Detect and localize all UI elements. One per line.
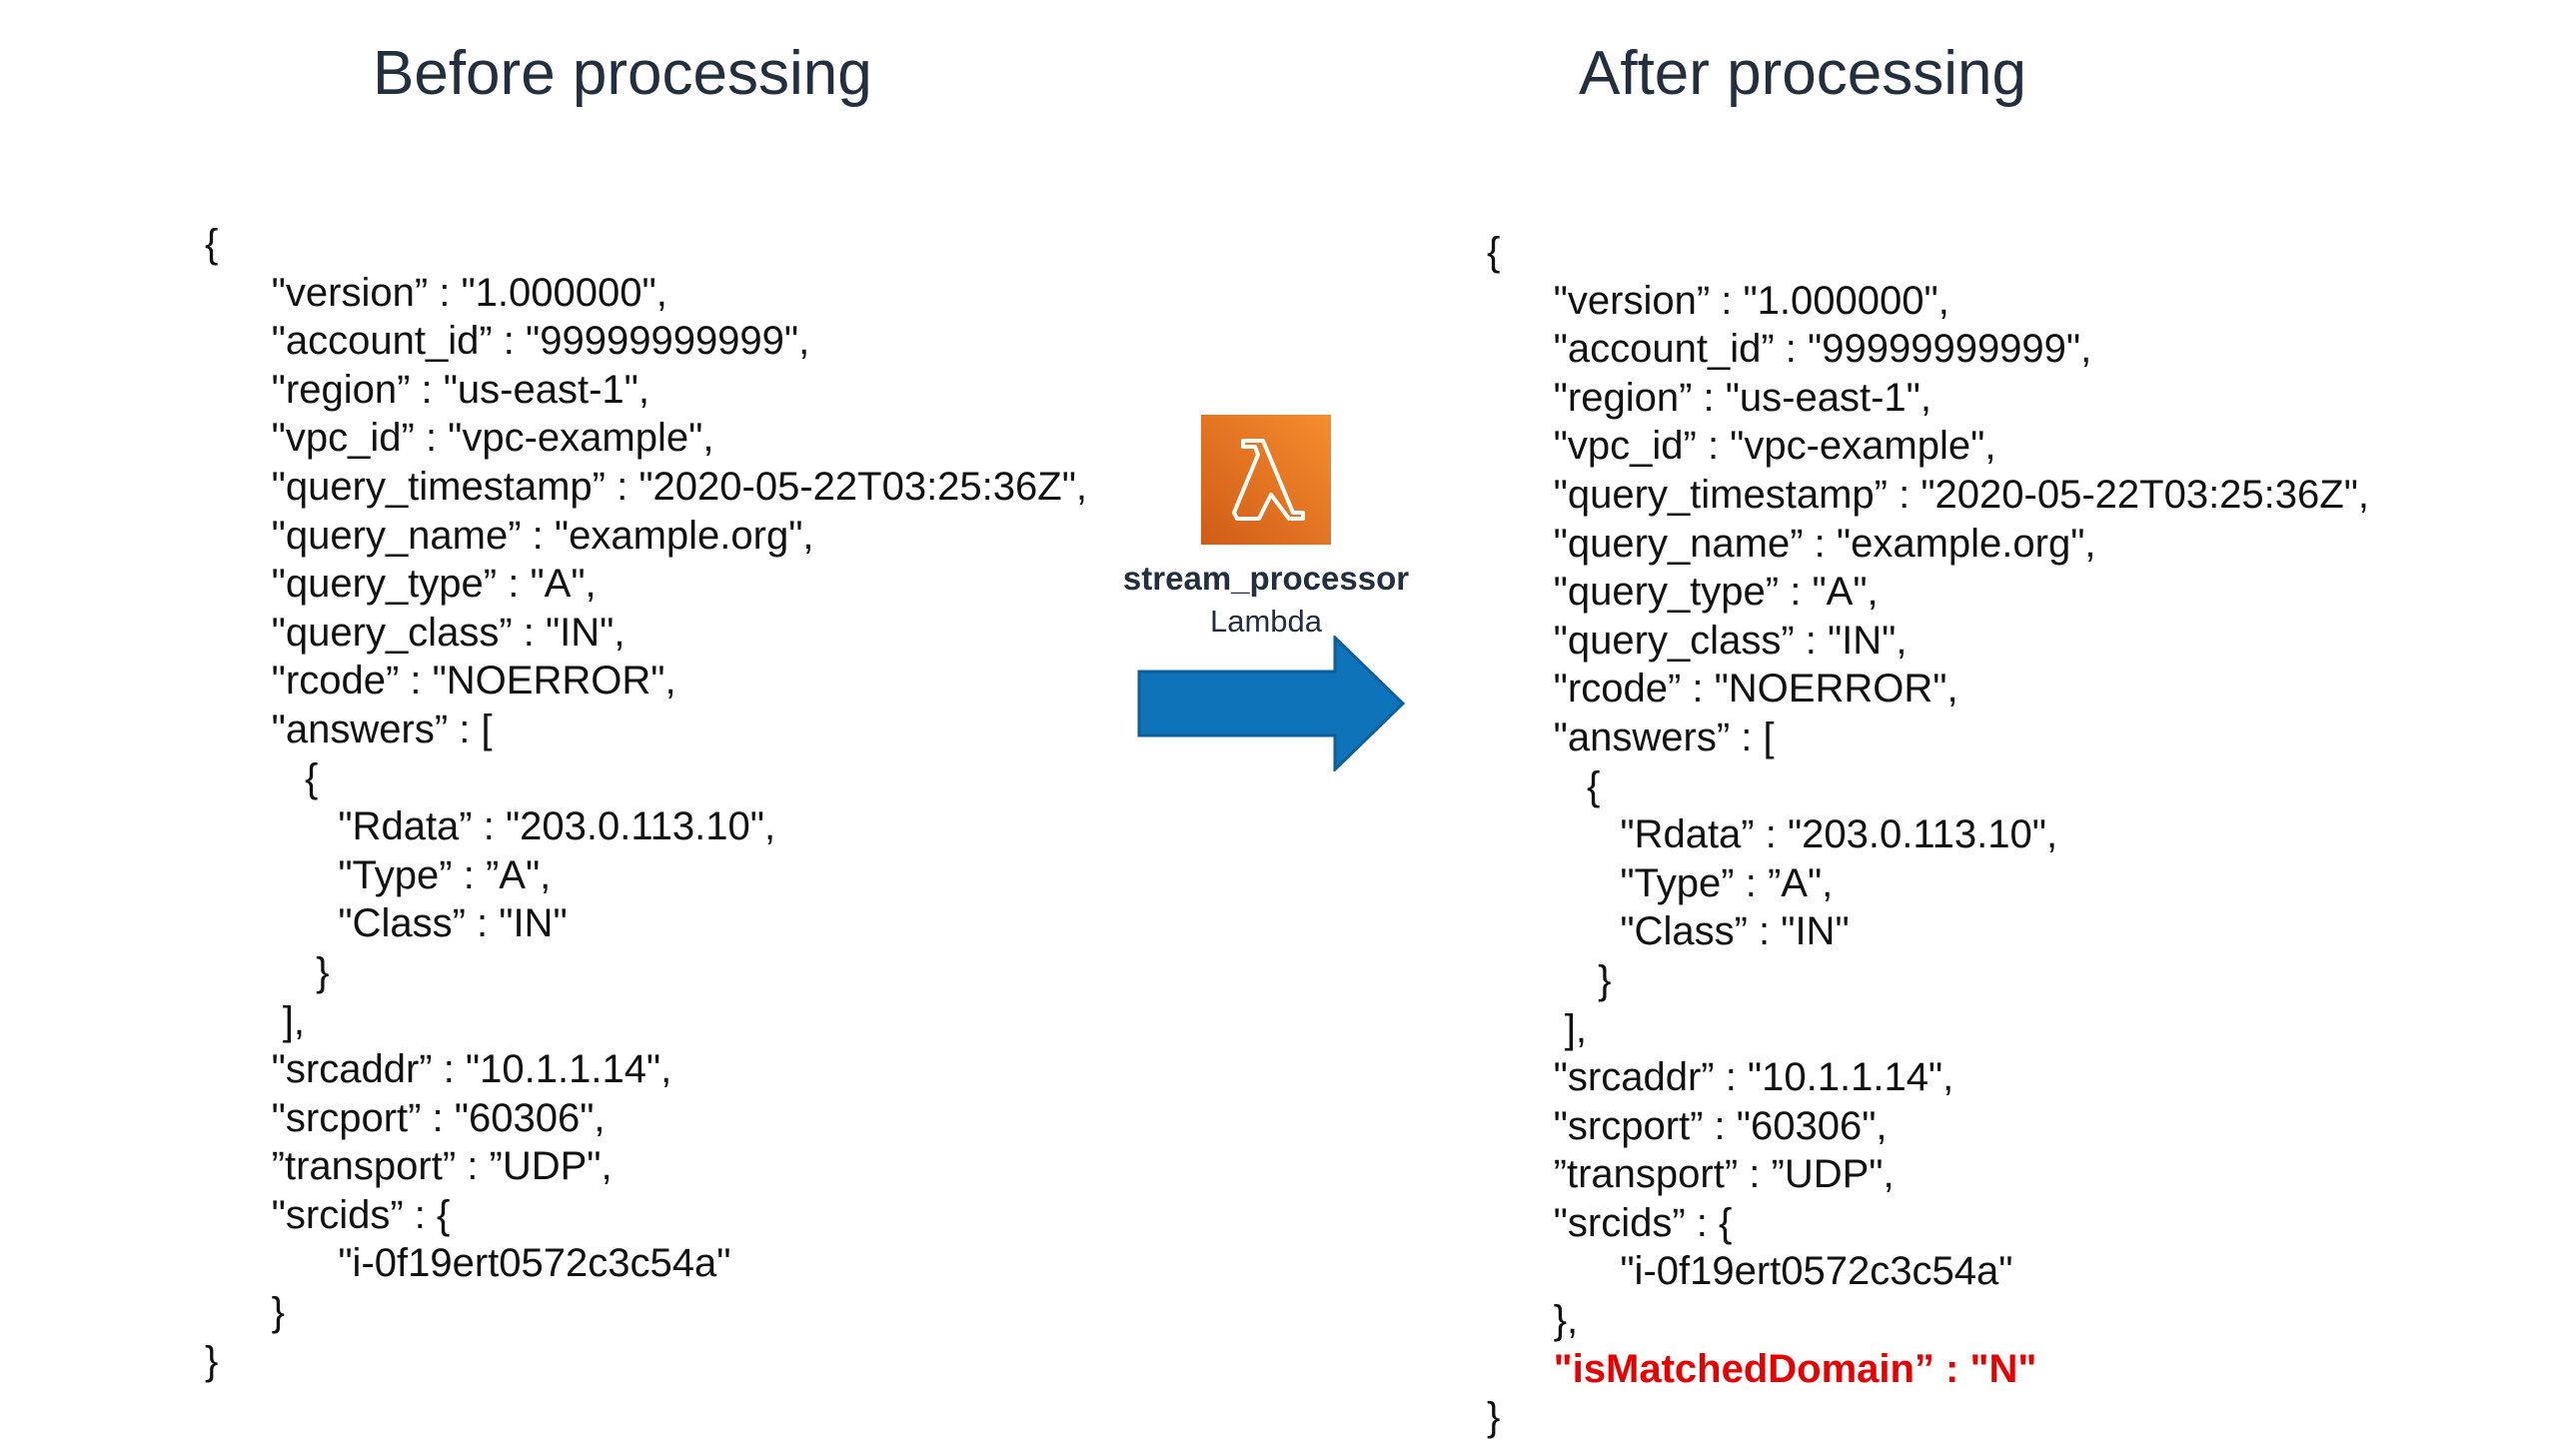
aws-lambda-icon — [1201, 415, 1331, 545]
before-processing-heading: Before processing — [373, 39, 872, 108]
before-json-line: } — [205, 1338, 219, 1383]
before-json-line: "query_timestamp” : "2020-05-22T03:25:36… — [205, 464, 1088, 509]
after-json-line: "vpc_id” : "vpc-example", — [1487, 424, 1996, 469]
after-json-line: { — [1487, 230, 1501, 274]
before-json-line: "Type” : ”A", — [205, 852, 552, 897]
before-json-line: } — [205, 949, 330, 994]
after-json-line: "query_name” : "example.org", — [1487, 521, 2096, 566]
after-json-line: "query_type” : "A", — [1487, 570, 1879, 615]
after-json-line: "srcport” : "60306", — [1487, 1103, 1888, 1148]
right-arrow-icon — [1137, 636, 1406, 771]
lambda-function-name: stream_processor — [1122, 560, 1410, 597]
before-json-line: "i-0f19ert0572c3c54a" — [205, 1241, 731, 1286]
before-json-line: "region” : "us-east-1", — [205, 367, 649, 412]
before-json-line: "version” : "1.000000", — [205, 270, 667, 315]
after-json-line: { — [1487, 763, 1601, 808]
after-json-line: } — [1487, 957, 1612, 1002]
after-json-line: "rcode” : "NOERROR", — [1487, 667, 1958, 712]
before-json-line: "rcode” : "NOERROR", — [205, 659, 676, 704]
before-json-block: { "version” : "1.000000", "account_id” :… — [205, 220, 1087, 1385]
after-json-line: "Rdata” : "203.0.113.10", — [1487, 812, 2058, 857]
after-json-line: "i-0f19ert0572c3c54a" — [1487, 1249, 2013, 1294]
before-json-line: "answers” : [ — [205, 707, 493, 751]
before-json-line: "vpc_id” : "vpc-example", — [205, 416, 714, 461]
before-json-line: "query_class” : "IN", — [205, 610, 626, 655]
after-json-line: "srcids” : { — [1487, 1200, 1733, 1245]
after-json-line: } — [1487, 1395, 1501, 1440]
after-json-line: "account_id” : "99999999999", — [1487, 327, 2092, 372]
before-json-line: "Class” : "IN" — [205, 901, 568, 946]
after-json-line: "srcaddr” : "10.1.1.14", — [1487, 1055, 1954, 1100]
is-matched-domain-line: "isMatchedDomain” : "N" — [1487, 1346, 2037, 1391]
after-json-block: { "version” : "1.000000", "account_id” :… — [1487, 228, 2369, 1442]
after-json-line: "query_class” : "IN", — [1487, 618, 1908, 663]
after-json-line: "answers” : [ — [1487, 715, 1775, 759]
before-json-line: "srcaddr” : "10.1.1.14", — [205, 1047, 672, 1092]
before-json-line: { — [205, 222, 219, 266]
lambda-service-label: Lambda — [1209, 604, 1323, 639]
after-json-line: ], — [1487, 1006, 1588, 1051]
before-json-line: "query_name” : "example.org", — [205, 513, 814, 558]
before-json-line: ], — [205, 998, 306, 1043]
after-json-line: "version” : "1.000000", — [1487, 278, 1949, 323]
after-json-line: }, — [1487, 1298, 1579, 1343]
after-json-line: "query_timestamp” : "2020-05-22T03:25:36… — [1487, 472, 2370, 517]
before-json-line: "srcport” : "60306", — [205, 1095, 606, 1140]
before-json-line: "query_type” : "A", — [205, 562, 597, 607]
after-json-line: "Type” : ”A", — [1487, 860, 1834, 905]
before-json-line: } — [205, 1290, 286, 1335]
before-json-line: "Rdata” : "203.0.113.10", — [205, 804, 776, 849]
before-json-line: "account_id” : "99999999999", — [205, 319, 810, 364]
after-processing-heading: After processing — [1579, 39, 2026, 108]
before-json-line: { — [205, 755, 319, 800]
before-json-line: ”transport” : ”UDP", — [205, 1144, 613, 1189]
after-json-line: "Class” : "IN" — [1487, 909, 1850, 954]
before-json-line: "srcids” : { — [205, 1192, 451, 1237]
after-json-line: ”transport” : ”UDP", — [1487, 1152, 1895, 1197]
after-json-line: "region” : "us-east-1", — [1487, 375, 1932, 420]
